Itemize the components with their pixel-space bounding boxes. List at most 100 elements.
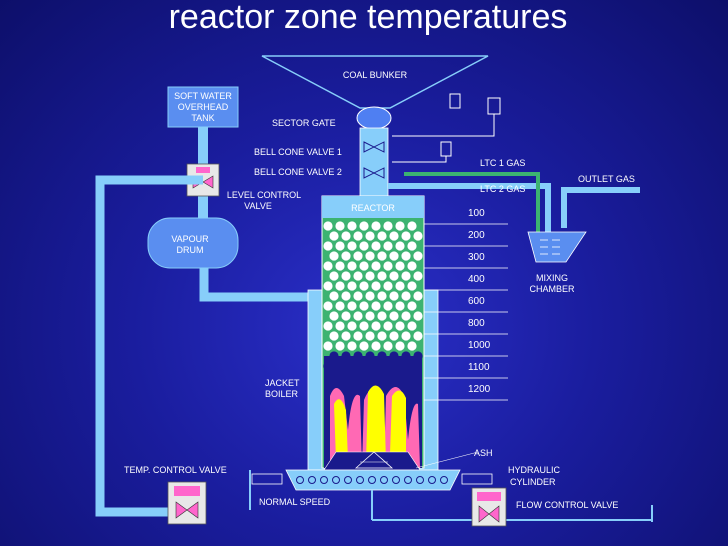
temp-control-valve [167, 481, 207, 525]
coal-pellet [407, 241, 417, 251]
conveyor-screw-flight [392, 476, 400, 484]
coal-pellet [371, 221, 381, 231]
ash-discharge [285, 469, 461, 491]
drive-coupling-right [461, 473, 493, 485]
coal-pellet [359, 281, 369, 291]
coal-pellet [323, 301, 333, 311]
conveyor-screw-flight [404, 476, 412, 484]
jacket-boiler-label-2: BOILER [265, 389, 299, 399]
coal-pellet [353, 231, 363, 241]
coal-pellet [407, 281, 417, 291]
coal-pellet [335, 241, 345, 251]
gauge-3 [440, 141, 452, 157]
coal-pellet [371, 281, 381, 291]
coal-pellet [341, 251, 351, 261]
bell-cone-valve-1 [363, 141, 385, 153]
coal-pellet [377, 331, 387, 341]
coal-pellet [353, 311, 363, 321]
coal-pellet [341, 291, 351, 301]
coal-pellet [329, 291, 339, 301]
conveyor-screw-flight [320, 476, 328, 484]
mixing-chamber-label-1: MIXING [536, 273, 568, 283]
coal-pellet [413, 291, 423, 301]
gauge-2 [487, 97, 501, 115]
conveyor-screw-flight [428, 476, 436, 484]
coal-pellet [389, 231, 399, 241]
conveyor-screw-flight [344, 476, 352, 484]
coal-pellet [395, 301, 405, 311]
ltc-2-gas-line [404, 172, 540, 232]
ltc-2-gas-label: LTC 2 GAS [480, 184, 525, 194]
coal-pellet [323, 281, 333, 291]
conveyor-screw-flight [356, 476, 364, 484]
coal-pellet [323, 241, 333, 251]
coal-pellet [347, 341, 357, 351]
coal-pellet [371, 241, 381, 251]
coal-pellet [377, 271, 387, 281]
flow-control-valve-label: FLOW CONTROL VALVE [516, 500, 618, 510]
coal-pellet [329, 271, 339, 281]
coal-pellet [407, 221, 417, 231]
temperature-zone-label: 1200 [468, 384, 491, 395]
coal-pellet [401, 271, 411, 281]
vapour-drum [147, 217, 239, 269]
ash-label: ASH [474, 448, 493, 458]
coal-pellet [365, 291, 375, 301]
coal-pellet [347, 321, 357, 331]
coal-pellet [383, 281, 393, 291]
coal-pellet [389, 271, 399, 281]
coal-pellet [377, 291, 387, 301]
coal-pellet [323, 341, 333, 351]
temperature-zone-label: 200 [468, 230, 485, 241]
gauge-3-line [392, 156, 447, 163]
coal-bunker-label: COAL BUNKER [343, 70, 408, 80]
coal-pellet [365, 311, 375, 321]
coal-pellet [335, 301, 345, 311]
coal-pellet [329, 231, 339, 241]
soft-water-tank-label-3: TANK [191, 113, 214, 123]
coal-pellet [347, 281, 357, 291]
discharge-conveyor [296, 476, 448, 484]
coal-pellet [329, 331, 339, 341]
temperature-zone-label: 400 [468, 274, 485, 285]
coal-pellet [407, 341, 417, 351]
coal-pellet [359, 341, 369, 351]
temperature-zone-label: 600 [468, 296, 485, 307]
hydraulic-cylinder-label-1: HYDRAULIC [508, 465, 561, 475]
coal-pellet [401, 311, 411, 321]
coal-pellet [359, 301, 369, 311]
sector-gate [356, 106, 392, 130]
ash-pointer [415, 451, 479, 469]
gauge-1 [449, 93, 461, 109]
vapour-drum-label-2: DRUM [177, 245, 204, 255]
drive-coupling-left [251, 473, 283, 485]
coal-pellet [341, 331, 351, 341]
coal-pellet [347, 221, 357, 231]
coal-pellet [359, 241, 369, 251]
coal-pellet [353, 251, 363, 261]
coal-pellet [347, 301, 357, 311]
coal-pellet [371, 261, 381, 271]
coal-pellet [395, 241, 405, 251]
soft-water-overhead-tank [167, 86, 239, 128]
coal-pellet [401, 291, 411, 301]
coal-pellet [365, 251, 375, 261]
coal-pellet [359, 261, 369, 271]
conveyor-screw-flight [308, 476, 316, 484]
coal-pellet [347, 261, 357, 271]
temperature-zone-label: 1100 [468, 362, 490, 373]
temperature-zone-label: 1000 [468, 340, 491, 351]
level-control-valve-label-2: VALVE [244, 201, 272, 211]
coal-pellet [341, 231, 351, 241]
conveyor-screw-flight [368, 476, 376, 484]
coal-pellet [401, 331, 411, 341]
coal-pellet [383, 241, 393, 251]
normal-speed-label: NORMAL SPEED [259, 497, 331, 507]
conveyor-screw-flight [416, 476, 424, 484]
coal-pellet [407, 321, 417, 331]
coal-pellet [413, 231, 423, 241]
coal-pellet [353, 331, 363, 341]
outlet-gas-label: OUTLET GAS [578, 174, 635, 184]
conveyor-screw-flight [332, 476, 340, 484]
